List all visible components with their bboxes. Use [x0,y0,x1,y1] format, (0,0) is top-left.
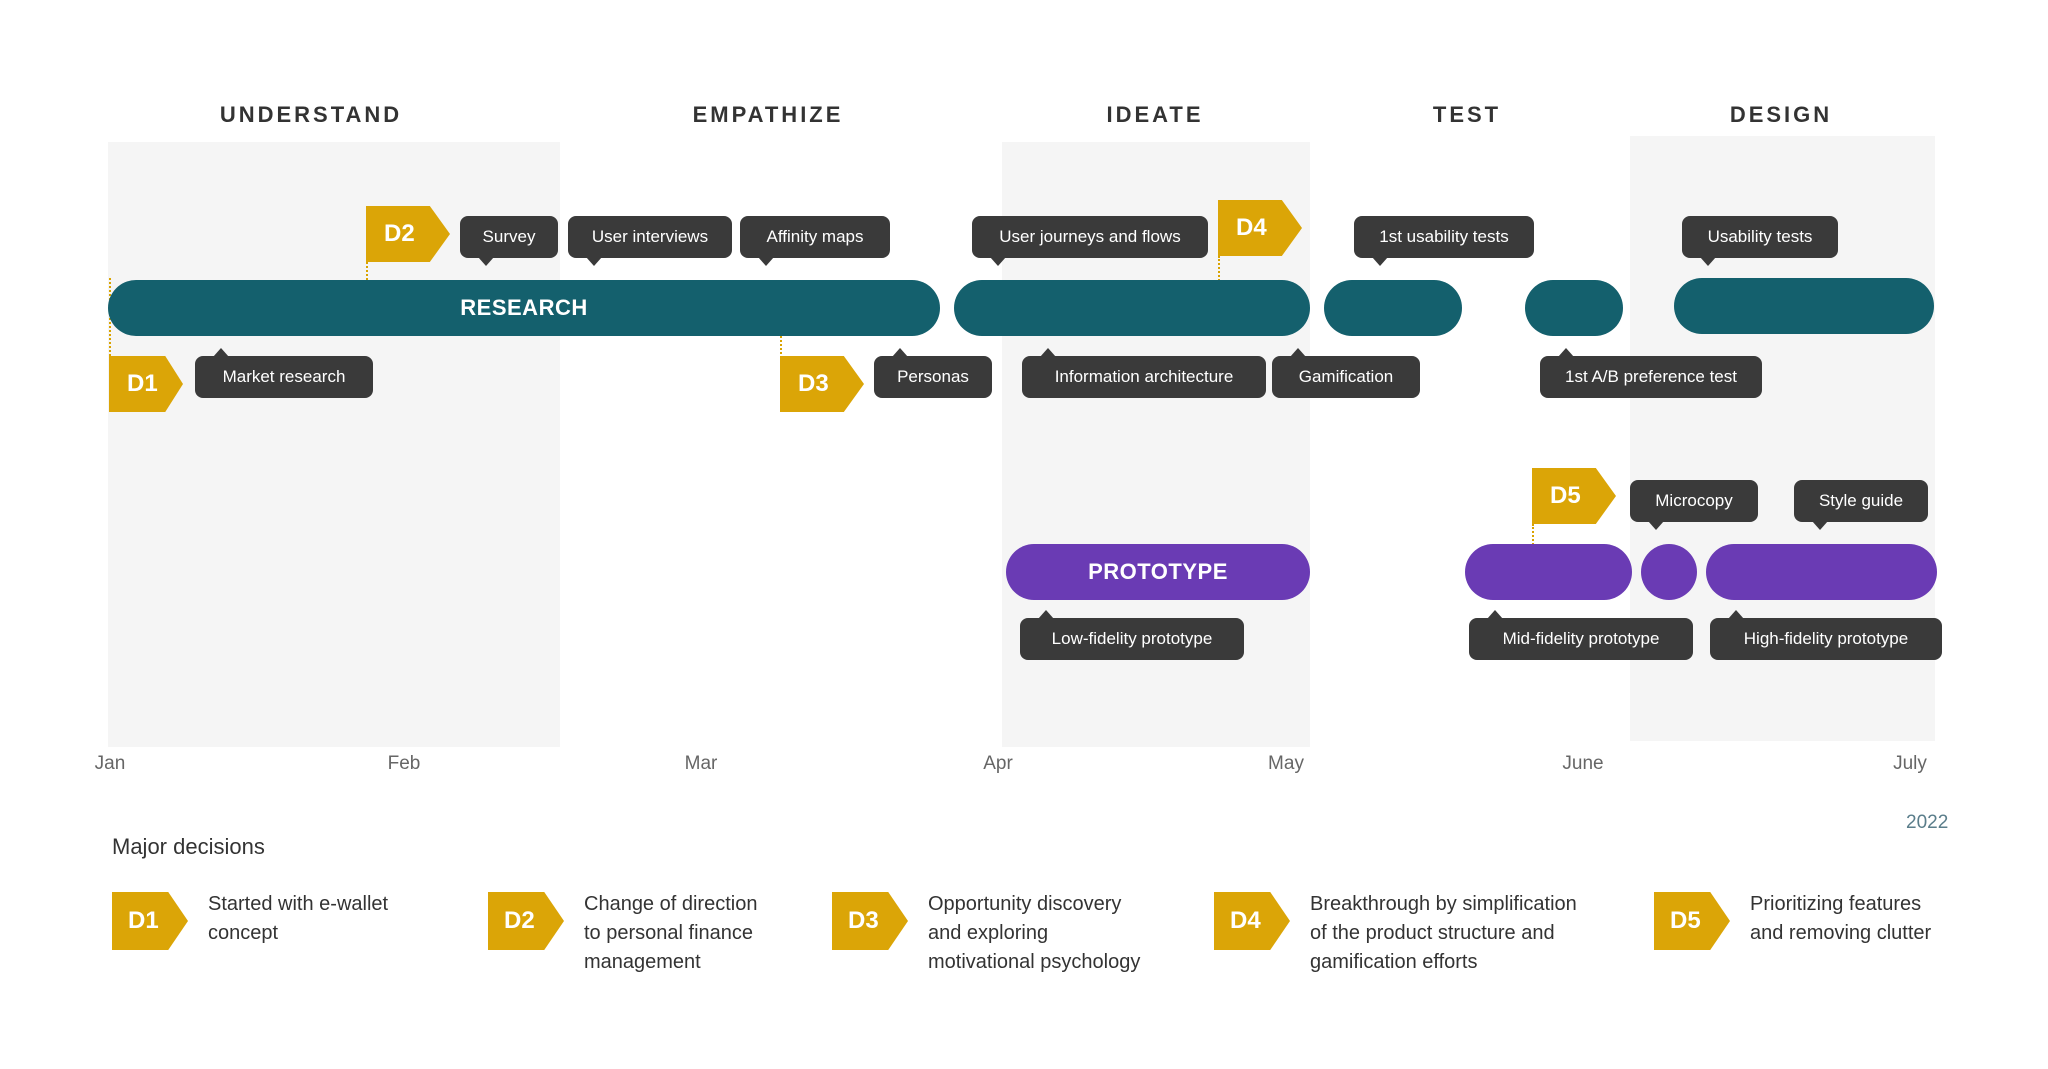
tag-affinity-maps: Affinity maps [740,216,890,266]
legend-text-d4: Breakthrough by simplification of the pr… [1310,893,1577,973]
month-june: June [1562,753,1604,774]
tag-gamification: Gamification [1272,348,1420,398]
tag-market-research: Market research [195,348,373,398]
legend-flag-d5: D5 [1654,892,1730,950]
phase-design: DESIGN [1729,102,1833,127]
research-bar-test [1324,280,1462,336]
prototype-bar-mid [1465,544,1632,600]
decision-flag-d2: D2 [366,206,450,262]
research-bar: RESEARCH [108,280,940,336]
month-jan: Jan [94,753,126,774]
month-may: May [1268,753,1304,774]
tag-usability-tests: Usability tests [1682,216,1838,266]
month-mar: Mar [684,753,718,774]
tag-microcopy: Microcopy [1630,480,1758,530]
tag-usability-tests-1: 1st usability tests [1354,216,1534,266]
tag-ab-test: 1st A/B preference test [1540,348,1762,398]
prototype-bar: PROTOTYPE [1006,544,1310,600]
research-label: RESEARCH [460,295,588,320]
research-bar-june [1525,280,1623,336]
legend-flag-d2: D2 [488,892,564,950]
tag-user-interviews: User interviews [568,216,732,266]
tag-high-fidelity: High-fidelity prototype [1710,610,1942,660]
month-feb: Feb [387,753,421,774]
legend-flag-d3: D3 [832,892,908,950]
prototype-label: PROTOTYPE [1088,559,1228,584]
phase-ideate: IDEATE [1106,102,1204,127]
tag-mid-fidelity: Mid-fidelity prototype [1469,610,1693,660]
tag-survey: Survey [460,216,558,266]
phase-empathize: EMPATHIZE [692,102,844,127]
tag-personas: Personas [874,348,992,398]
legend-text-d2: Change of direction to personal finance … [584,893,758,973]
legend-flag-d1: D1 [112,892,188,950]
phase-test: TEST [1432,102,1502,127]
year-label: 2022 [1906,812,1949,833]
tag-information-architecture: Information architecture [1022,348,1266,398]
month-july: July [1893,753,1927,774]
decision-flag-d4: D4 [1218,200,1302,256]
legend-text-d1: Started with e-wallet concept [208,893,389,944]
research-bar-design [1674,278,1934,334]
legend-text-d5: Prioritizing features and removing clutt… [1750,893,1932,944]
legend-flag-d4: D4 [1214,892,1290,950]
legend-text-d3: Opportunity discovery and exploring moti… [928,893,1141,973]
decision-flag-d1: D1 [109,356,183,412]
phase-understand: UNDERSTAND [219,102,403,127]
prototype-bar-high [1706,544,1937,600]
decision-flag-d5: D5 [1532,468,1616,524]
prototype-bar-dot [1641,544,1697,600]
tag-user-journeys: User journeys and flows [972,216,1208,266]
legend-title: Major decisions [112,834,265,859]
tag-low-fidelity: Low-fidelity prototype [1020,610,1244,660]
decision-flag-d3: D3 [780,356,864,412]
tag-style-guide: Style guide [1794,480,1928,530]
research-bar-ideate [954,280,1310,336]
month-apr: Apr [983,753,1013,774]
